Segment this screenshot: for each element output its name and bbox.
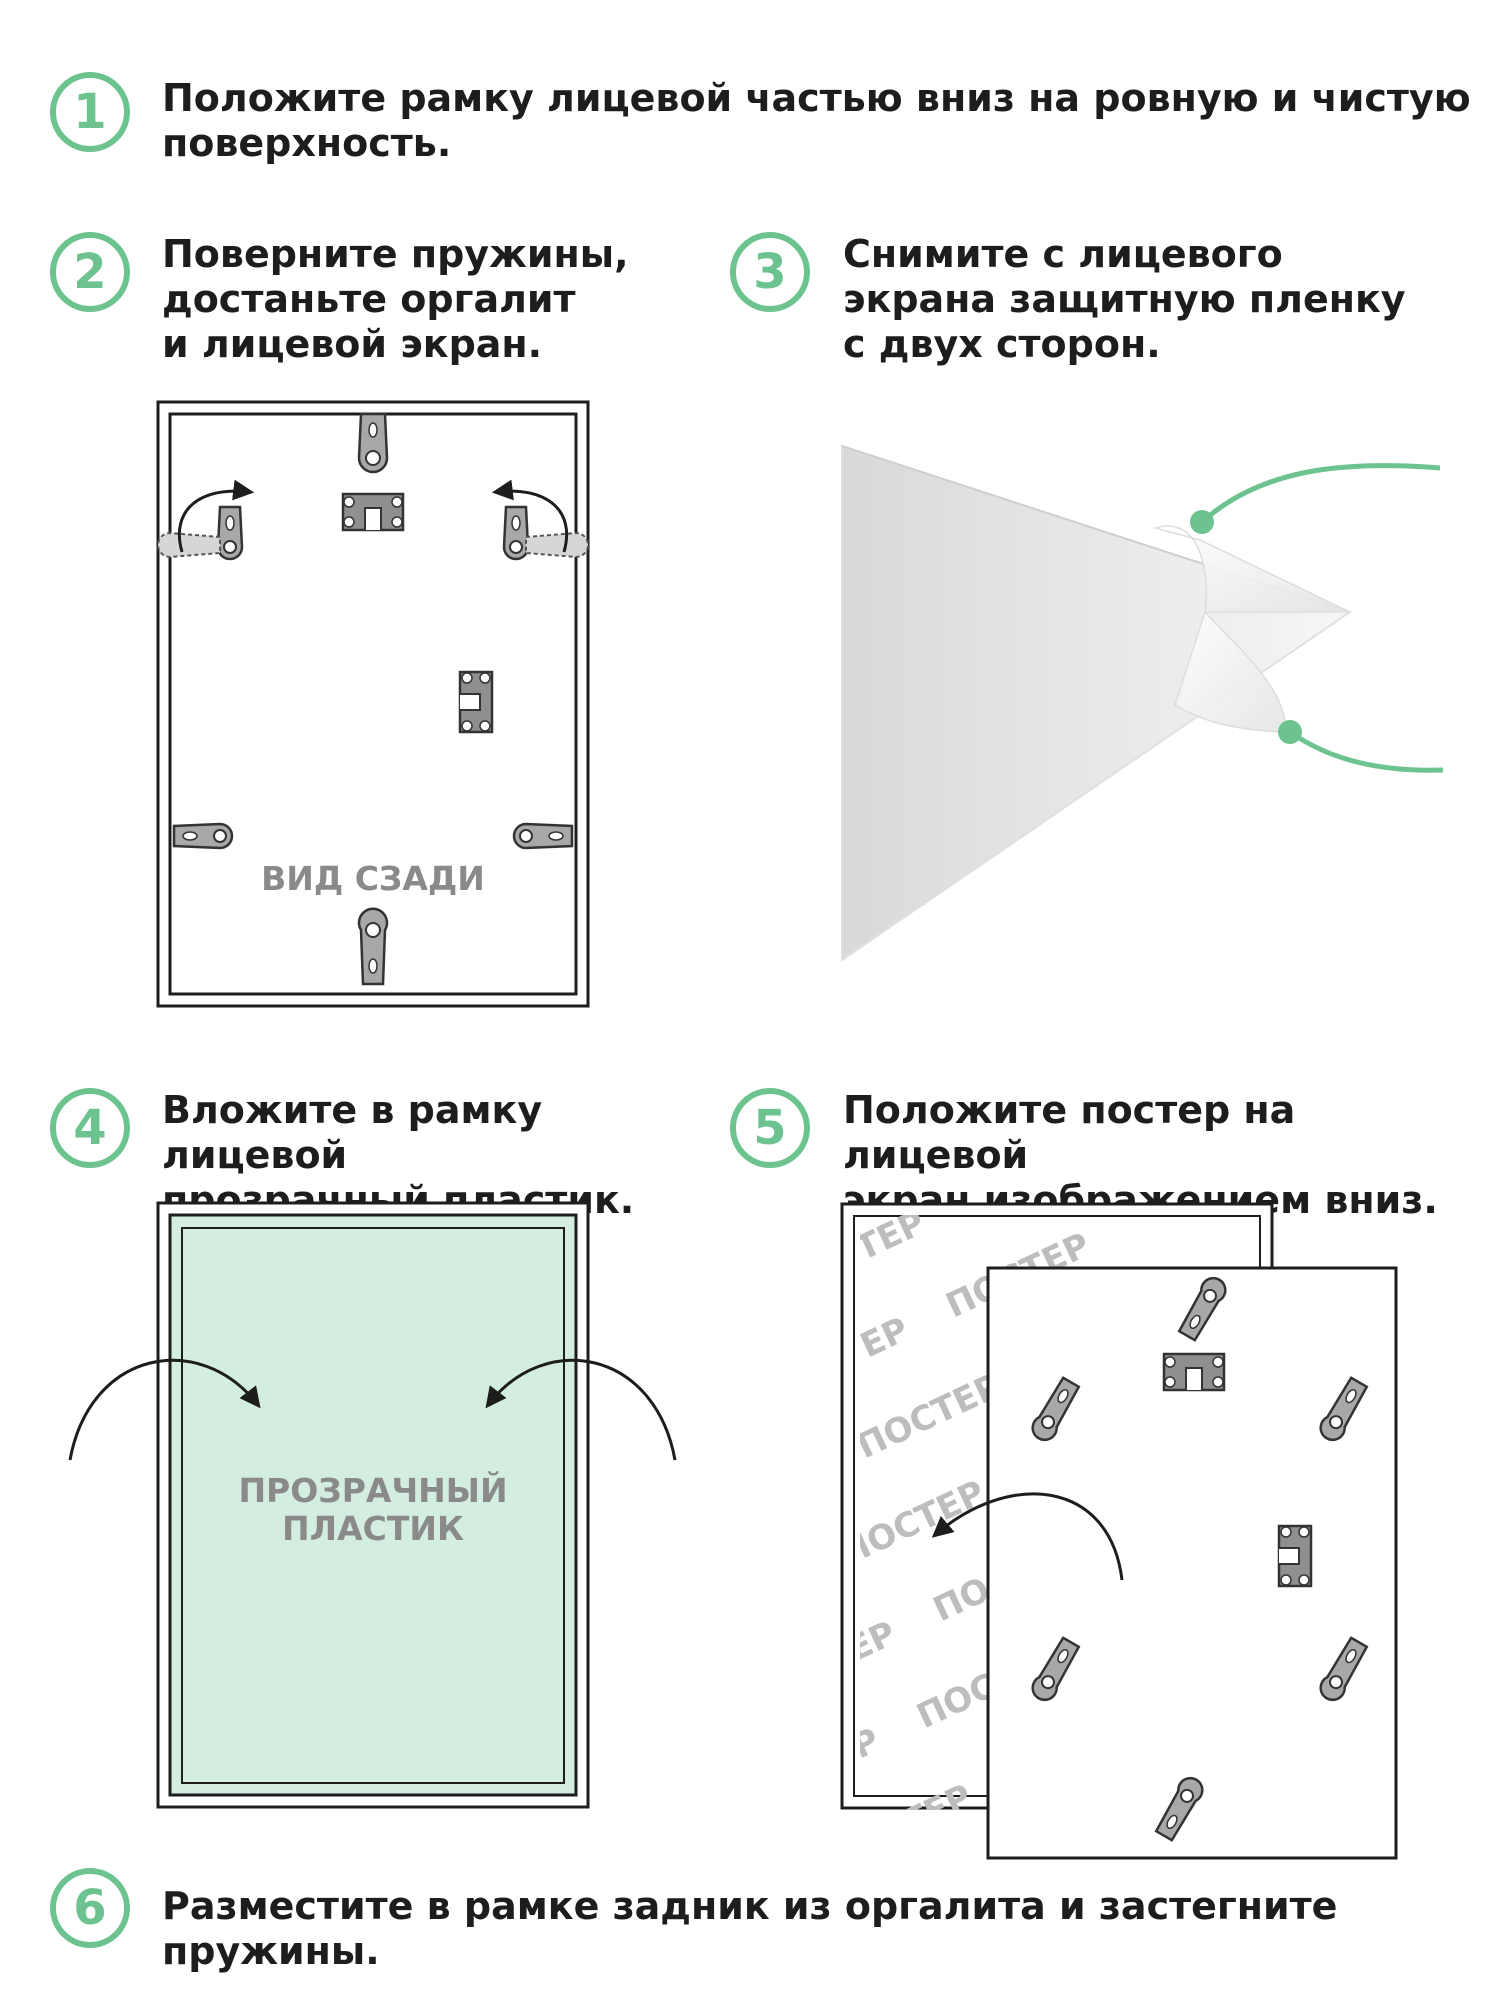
board-clip-top	[1162, 1352, 1226, 1392]
step-6-number-text: 6	[73, 1880, 107, 1936]
step-4-number-text: 4	[73, 1100, 107, 1156]
step-6-text: Разместите в рамке задник из оргалита и …	[162, 1884, 1338, 1973]
peel-indicator-bottom	[1278, 720, 1444, 773]
spring-left	[172, 822, 234, 850]
rotate-arrow-left	[177, 479, 255, 553]
poster-word: ПОСТЕР	[806, 1884, 962, 1985]
back-view-label: ВИД СЗАДИ	[261, 859, 485, 898]
step-2-number-text: 2	[73, 244, 107, 300]
plastic-frame	[156, 1201, 590, 1809]
rotate-arrow-right	[491, 479, 569, 553]
board-spring-right-lower	[1319, 1636, 1369, 1702]
clip-right	[458, 670, 494, 734]
board-spring-right-upper	[1319, 1376, 1369, 1442]
step-3-text: Снимите с лицевого экрана защитную пленк…	[843, 232, 1406, 366]
spring-bottom	[357, 907, 389, 986]
insert-arrow-left	[68, 1358, 261, 1461]
protective-film-illustration	[841, 444, 1353, 962]
step-6-number: 6	[50, 1868, 130, 1948]
place-arrow	[931, 1492, 1124, 1581]
step-1-text: Положите рамку лицевой частью вниз на ро…	[162, 76, 1471, 165]
poster-word: ПОСТЕР	[1079, 1855, 1235, 1956]
step-1-number: 1	[50, 72, 130, 152]
board-clip-right	[1277, 1524, 1313, 1588]
spring-top-right	[502, 505, 589, 561]
board-spring-left-upper	[1031, 1376, 1081, 1442]
step-2-text: Поверните пружины, достаньте оргалит и л…	[162, 232, 629, 366]
step-2-number: 2	[50, 232, 130, 312]
spring-top	[357, 412, 389, 474]
poster-word: ПОСТЕР	[670, 1450, 826, 1551]
poster-word: ПОСТЕР	[898, 1940, 1054, 2000]
step-1-number-text: 1	[73, 84, 107, 140]
board-spring-left-lower	[1031, 1636, 1081, 1702]
board-spring-top	[1177, 1276, 1227, 1342]
spring-top-left	[157, 505, 244, 561]
step-5-number: 5	[730, 1088, 810, 1168]
spring-right	[512, 822, 574, 850]
poster-word: ПОСТЕР	[654, 1557, 810, 1658]
step-3-number-text: 3	[753, 244, 787, 300]
step-5-number-text: 5	[753, 1100, 787, 1156]
insert-arrow-right	[485, 1358, 677, 1461]
clip-top	[341, 492, 405, 532]
board-spring-bottom	[1154, 1776, 1204, 1842]
peel-indicator-top	[1190, 463, 1441, 534]
step-3-number: 3	[730, 232, 810, 312]
step-4-number: 4	[50, 1088, 130, 1168]
plastic-label: ПРОЗРАЧНЫЙ ПЛАСТИК	[238, 1471, 508, 1548]
